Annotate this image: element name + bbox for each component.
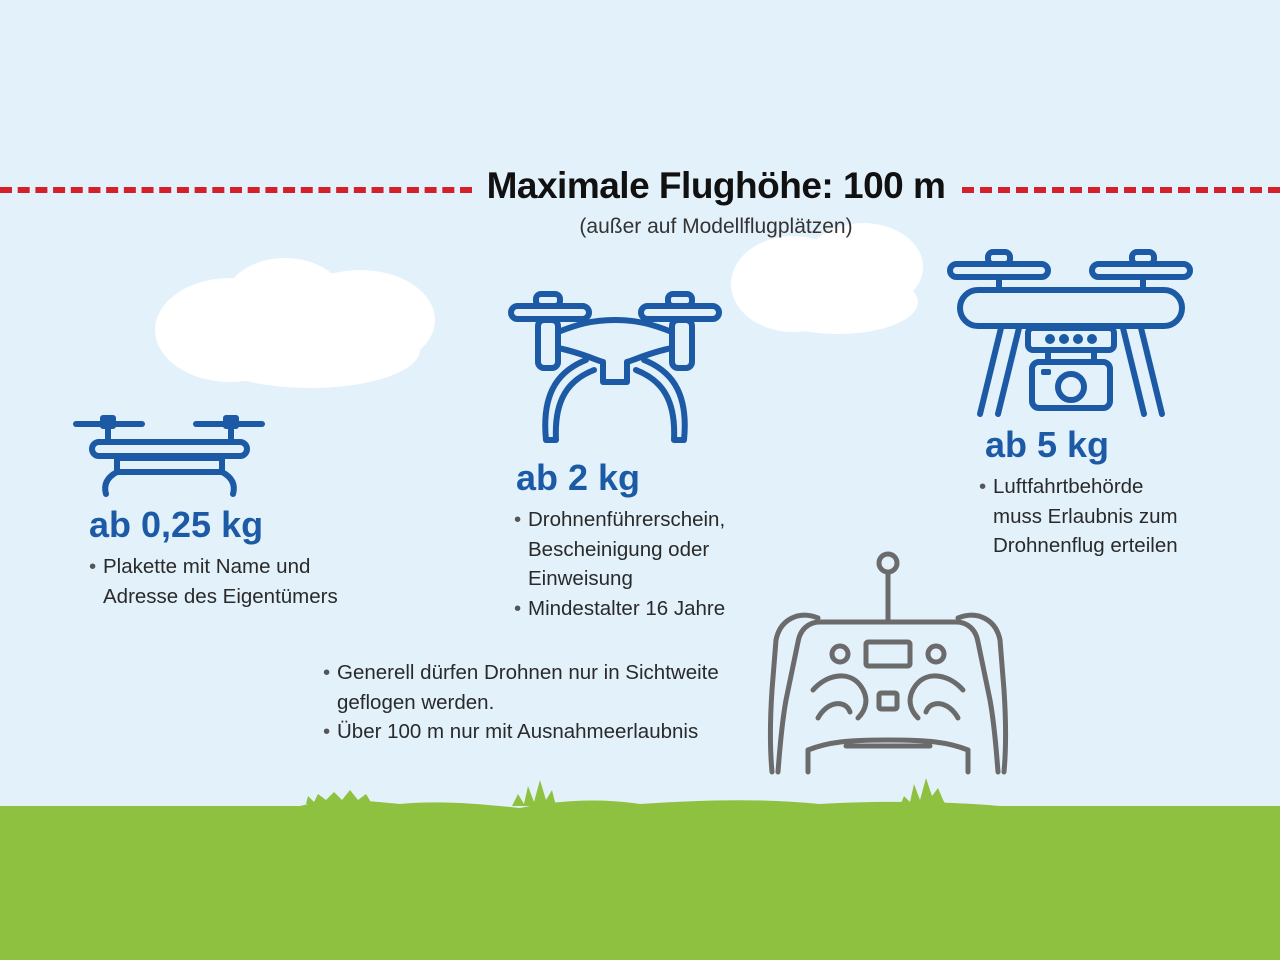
grass-ground: [0, 778, 1280, 960]
small-drone-icon: [73, 415, 265, 497]
max-height-line-left: [0, 187, 472, 193]
medium-drone-icon: [508, 291, 722, 443]
camera-drone-icon: [947, 249, 1193, 417]
max-height-line-right: [962, 187, 1280, 193]
weight-label-025kg: ab 0,25 kg: [89, 504, 264, 545]
cloud-icon: [731, 223, 923, 334]
cloud-icon: [155, 258, 435, 388]
bullet-item: Drohnenführerschein,Bescheinigung oderEi…: [514, 505, 725, 594]
bullet-item: Über 100 m nur mit Ausnahmeerlaubnis: [323, 717, 719, 747]
bullet-item: Mindestalter 16 Jahre: [514, 594, 725, 624]
bullet-item: Generell dürfen Drohnen nur in Sichtweit…: [323, 658, 719, 717]
bullets-2kg: Drohnenführerschein,Bescheinigung oderEi…: [514, 505, 725, 623]
max-height-subtitle: (außer auf Modellflugplätzen): [579, 215, 853, 238]
remote-controller-icon: [768, 551, 1008, 775]
weight-label-2kg: ab 2 kg: [516, 457, 641, 498]
max-height-title: Maximale Flughöhe: 100 m: [0, 165, 1280, 207]
general-rules: Generell dürfen Drohnen nur in Sichtweit…: [323, 658, 719, 747]
weight-label-5kg: ab 5 kg: [985, 424, 1110, 465]
